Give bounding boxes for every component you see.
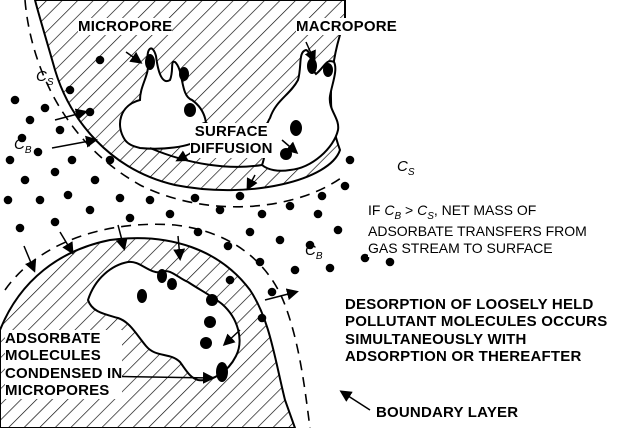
net-mass-cs: C	[417, 202, 427, 218]
net-mass-line2: ADSORBATE TRANSFERS FROM	[368, 223, 587, 240]
surface-diffusion-line2: DIFFUSION	[190, 140, 273, 157]
adsorbate-line4: MICROPORES	[5, 382, 122, 399]
cb-sub: B	[25, 145, 32, 156]
cs-label-right: CS	[397, 158, 415, 178]
cb-symbol-lower: C	[305, 242, 316, 259]
desorption-line2: POLLUTANT MOLECULES OCCURS	[345, 313, 607, 330]
cs-sub: S	[47, 77, 54, 88]
micropore-label: MICROPORE	[78, 18, 172, 35]
net-mass-prefix: IF	[368, 202, 384, 218]
net-mass-line3: GAS STREAM TO SURFACE	[368, 240, 587, 257]
adsorbate-note: ADSORBATE MOLECULES CONDENSED IN MICROPO…	[5, 330, 122, 399]
desorption-note: DESORPTION OF LOOSELY HELD POLLUTANT MOL…	[345, 296, 607, 365]
desorption-line1: DESORPTION OF LOOSELY HELD	[345, 296, 607, 313]
cb-label-left: CB	[14, 136, 32, 156]
cs-sub-right: S	[408, 167, 415, 178]
net-mass-note: IF CB > CS, NET MASS OF ADSORBATE TRANSF…	[368, 202, 587, 257]
net-mass-cs-sub: S	[427, 211, 434, 222]
cb-symbol: C	[14, 136, 25, 153]
cs-symbol: C	[36, 68, 47, 85]
adsorbate-line2: MOLECULES	[5, 347, 122, 364]
desorption-line3: SIMULTANEOUSLY WITH	[345, 331, 607, 348]
net-mass-gt: >	[401, 202, 417, 218]
surface-diffusion-label: SURFACE DIFFUSION	[190, 123, 273, 158]
macropore-label: MACROPORE	[296, 18, 397, 35]
adsorbate-line3: CONDENSED IN	[5, 365, 122, 382]
desorption-line4: ADSORPTION OR THEREAFTER	[345, 348, 607, 365]
boundary-layer-label: BOUNDARY LAYER	[376, 404, 518, 421]
cs-label-top: CS	[36, 68, 54, 88]
net-mass-line1: IF CB > CS, NET MASS OF	[368, 202, 587, 223]
net-mass-suffix: , NET MASS OF	[434, 202, 536, 218]
cb-label-lower: CB	[305, 242, 323, 262]
net-mass-cb: C	[384, 202, 394, 218]
cs-symbol-right: C	[397, 158, 408, 175]
cb-sub-lower: B	[316, 251, 323, 262]
adsorbate-line1: ADSORBATE	[5, 330, 122, 347]
surface-diffusion-line1: SURFACE	[190, 123, 273, 140]
